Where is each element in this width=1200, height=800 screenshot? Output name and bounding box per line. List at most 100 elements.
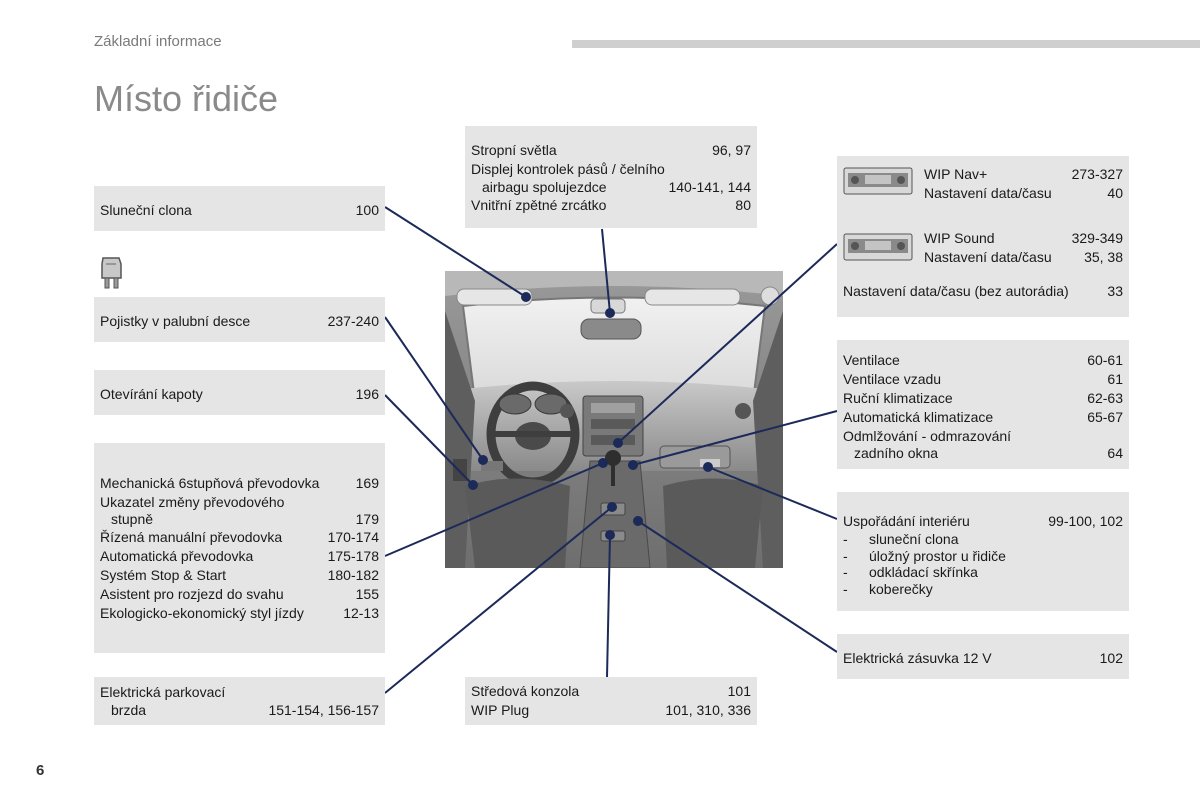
page-ref: 64 [1107, 445, 1123, 461]
item-label: Ukazatel změny převodového [100, 494, 285, 510]
page-ref: 155 [355, 586, 379, 602]
page-ref: 151-154, 156-157 [268, 702, 379, 718]
list-item: airbagu spolujezdce 140-141, 144 [471, 178, 751, 196]
audio-box: WIP Nav+ 273-327 Nastavení data/času 40 WI… [837, 156, 1129, 317]
item-label: Automatická klimatizace [843, 409, 994, 425]
page-ref: 273-327 [1071, 166, 1123, 182]
page-ref: 61 [1107, 371, 1123, 387]
item-label-cont: airbagu spolujezdce [482, 179, 607, 195]
page-ref: 175-178 [327, 548, 379, 564]
item-label: Ruční klimatizace [843, 390, 953, 406]
sun-visor-box: Sluneční clona 100 [94, 186, 385, 231]
list-item: Mechanická 6stupňová převodovka 169 [100, 474, 379, 493]
center-console-box: Středová konzola 101 WIP Plug 101, 310, 33… [465, 677, 757, 725]
list-item: Ventilace vzadu 61 [843, 370, 1123, 389]
list-item: Automatická převodovka 175-178 [100, 547, 379, 566]
page-ref: 180-182 [327, 567, 379, 583]
ventilation-box: Ventilace 60-61 Ventilace vzadu 61 Ruční k… [837, 340, 1129, 469]
page-ref: 101, 310, 336 [665, 702, 751, 718]
page-ref: 179 [355, 511, 379, 527]
page-ref: 99-100, 102 [1048, 513, 1123, 529]
page-ref: 140-141, 144 [668, 179, 751, 195]
sub-item-label: odkládací skřínka [869, 564, 978, 580]
fuse-icon [101, 257, 122, 289]
item-label: Elektrická zásuvka 12 V [843, 650, 992, 666]
radio-nav-icon [843, 167, 913, 195]
item-label-cont: brzda [111, 702, 147, 718]
page-ref: 196 [355, 386, 379, 402]
socket-box: Elektrická zásuvka 12 V 102 [837, 634, 1129, 679]
page-ref: 35, 38 [1084, 249, 1123, 265]
page-ref: 102 [1099, 650, 1123, 666]
page-ref: 100 [355, 202, 379, 218]
item-label: Sluneční clona [100, 202, 192, 218]
item-label: Mechanická 6stupňová převodovka [100, 475, 320, 491]
radio-sound-icon [843, 233, 913, 261]
section-header: Základní informace [94, 33, 222, 50]
page-ref: 237-240 [327, 313, 379, 329]
item-label: Otevírání kapoty [100, 386, 203, 402]
page-ref: 80 [735, 197, 751, 213]
list-item: Uspořádání interiéru 99-100, 102 [843, 512, 1123, 531]
bonnet-box: Otevírání kapoty 196 [94, 370, 385, 415]
page-number: 6 [36, 762, 45, 779]
gearbox-box: Mechanická 6stupňová převodovka 169 Ukaza… [94, 443, 385, 653]
sub-item: -koberečky [843, 580, 933, 597]
interior-box: Uspořádání interiéru 99-100, 102 -slunečn… [837, 492, 1129, 611]
item-label: Elektrická parkovací [100, 684, 226, 700]
list-item: Ventilace 60-61 [843, 351, 1123, 370]
item-label-cont: stupně [111, 511, 154, 527]
item-label: Řízená manuální převodovka [100, 529, 283, 545]
fuses-box: Pojistky v palubní desce 237-240 [94, 297, 385, 342]
item-label: Stropní světla [471, 142, 557, 158]
cockpit-illustration [445, 271, 783, 568]
list-item: stupně 179 [100, 511, 379, 528]
page-ref: 170-174 [327, 529, 379, 545]
page-ref: 169 [355, 475, 379, 491]
item-label: Nastavení data/času [924, 185, 1052, 201]
page-ref: 33 [1107, 283, 1123, 299]
sub-item-label: sluneční clona [869, 531, 959, 547]
item-label-cont: zadního okna [854, 445, 939, 461]
list-item: Vnitřní zpětné zrcátko 80 [471, 196, 751, 215]
list-item: Automatická klimatizace 65-67 [843, 408, 1123, 427]
item-label: Ventilace vzadu [843, 371, 942, 387]
sub-item-label: koberečky [869, 580, 933, 597]
item-label: Ekologicko-ekonomický styl jízdy [100, 605, 304, 621]
sub-item: -úložný prostor u řidiče [843, 547, 1006, 564]
page-ref: 60-61 [1087, 352, 1123, 368]
item-label: WIP Sound [924, 230, 995, 246]
item-label: Nastavení data/času [924, 249, 1052, 265]
sub-item: -odkládací skřínka [843, 564, 978, 580]
item-label: Automatická převodovka [100, 548, 254, 564]
item-label: Uspořádání interiéru [843, 513, 970, 529]
item-label: Ventilace [843, 352, 900, 368]
page-ref: 329-349 [1071, 230, 1123, 246]
list-item: WIP Plug 101, 310, 336 [471, 701, 751, 720]
page-ref: 101 [727, 683, 751, 699]
item-label: Pojistky v palubní desce [100, 313, 251, 329]
list-item: Ekologicko-ekonomický styl jízdy 12-13 [100, 604, 379, 623]
list-item: Řízená manuální převodovka 170-174 [100, 528, 379, 547]
sub-item-label: úložný prostor u řidiče [869, 547, 1006, 564]
item-label: Středová konzola [471, 683, 580, 699]
list-item: Ruční klimatizace 62-63 [843, 389, 1123, 408]
item-label: WIP Plug [471, 702, 530, 718]
page-title: Místo řidiče [94, 78, 279, 119]
list-item: Středová konzola 101 [471, 682, 751, 701]
page-ref: 62-63 [1087, 390, 1123, 406]
item-label: WIP Nav+ [924, 166, 988, 182]
header-bar [572, 40, 1200, 48]
page-ref: 12-13 [343, 605, 379, 621]
item-label: Odmlžování - odmrazování [843, 428, 1012, 444]
page-ref: 40 [1107, 185, 1123, 201]
item-label: Displej kontrolek pásů / čelního [471, 161, 665, 177]
page-ref: 65-67 [1087, 409, 1123, 425]
item-label: Vnitřní zpětné zrcátko [471, 197, 607, 213]
sub-item: -sluneční clona [843, 531, 959, 547]
item-label: Nastavení data/času (bez autorádia) [843, 283, 1069, 299]
